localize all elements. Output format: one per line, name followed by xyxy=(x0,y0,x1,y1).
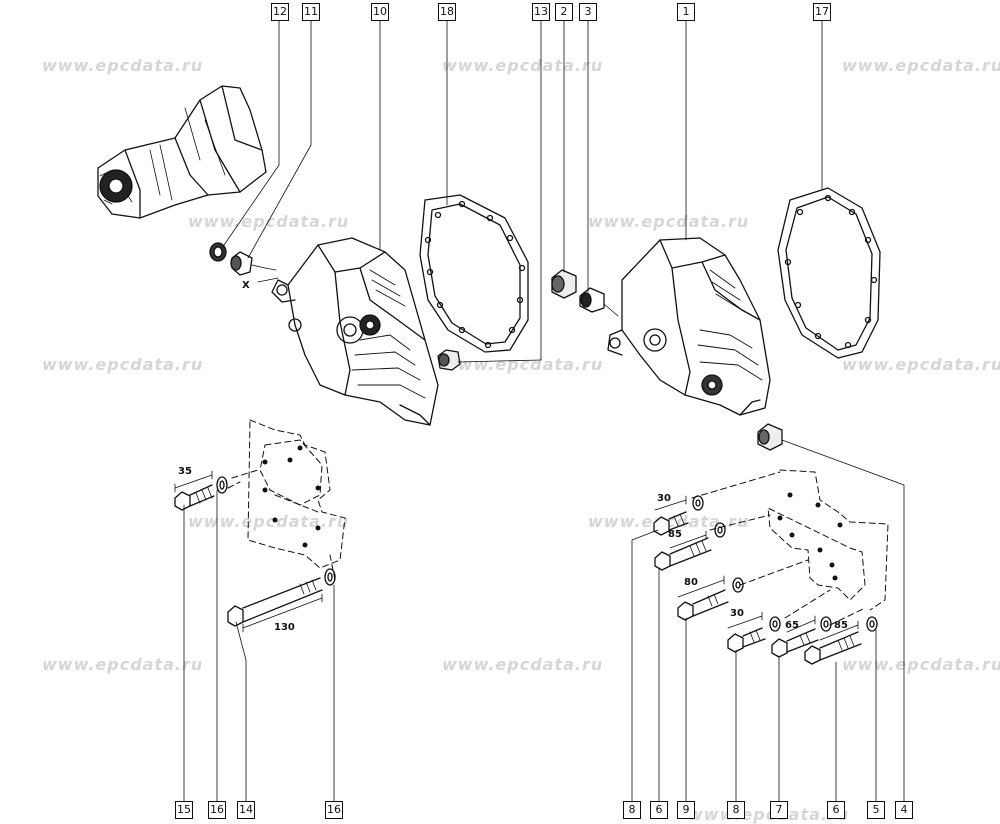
callout-part-17[interactable]: 17 xyxy=(813,3,831,21)
callout-part-15[interactable]: 15 xyxy=(175,801,193,819)
ring-part-13 xyxy=(437,349,461,371)
washer-part-16b xyxy=(324,568,336,586)
dimension-30-lower: 30 xyxy=(730,608,744,619)
left-rear-housing xyxy=(271,237,439,426)
callout-part-8-second[interactable]: 8 xyxy=(727,801,745,819)
seal-part-3 xyxy=(579,287,619,317)
gasket-part-18 xyxy=(419,194,529,353)
dimension-30-top: 30 xyxy=(657,493,671,504)
leader-lines xyxy=(183,20,905,802)
dimension-65: 65 xyxy=(785,620,799,631)
bolt-80 xyxy=(677,577,744,621)
watermark: www.epcdata.ru xyxy=(442,355,604,374)
watermark: www.epcdata.ru xyxy=(842,56,1000,75)
bolt-30-lower xyxy=(727,616,781,653)
watermark: www.epcdata.ru xyxy=(42,655,204,674)
callout-part-14[interactable]: 14 xyxy=(237,801,255,819)
watermark: www.epcdata.ru xyxy=(842,355,1000,374)
callout-part-13[interactable]: 13 xyxy=(532,3,550,21)
watermark: www.epcdata.ru xyxy=(42,56,204,75)
watermark: www.epcdata.ru xyxy=(442,655,604,674)
callout-part-4[interactable]: 4 xyxy=(895,801,913,819)
dimension-lines xyxy=(174,277,859,641)
washer-part-16a xyxy=(216,476,228,494)
dimension-85-upper: 85 xyxy=(668,529,682,540)
callout-part-6-second[interactable]: 6 xyxy=(827,801,845,819)
dimension-130: 130 xyxy=(274,622,295,633)
callout-part-7[interactable]: 7 xyxy=(770,801,788,819)
right-bolt-pattern-holes xyxy=(777,492,843,581)
callout-part-11[interactable]: 11 xyxy=(302,3,320,21)
bolt-65 xyxy=(771,616,832,658)
callout-part-18[interactable]: 18 xyxy=(438,3,456,21)
watermark: www.epcdata.ru xyxy=(188,512,350,531)
bolt-part-15 xyxy=(174,484,215,511)
dimension-80: 80 xyxy=(684,577,698,588)
bolt-85-upper xyxy=(654,522,726,571)
bush-part-2 xyxy=(551,269,577,299)
watermark: www.epcdata.ru xyxy=(442,56,604,75)
left-bolt-pattern-holes xyxy=(262,445,321,548)
callout-part-6[interactable]: 6 xyxy=(650,801,668,819)
bush-part-11 xyxy=(230,251,277,276)
callout-part-10[interactable]: 10 xyxy=(371,3,389,21)
dimension-x: X xyxy=(242,280,250,291)
dimension-85-lower: 85 xyxy=(834,620,848,631)
left-bolt-pattern xyxy=(227,419,346,581)
bolt-85-lower xyxy=(804,616,878,665)
callout-part-12[interactable]: 12 xyxy=(271,3,289,21)
callout-part-2[interactable]: 2 xyxy=(555,3,573,21)
callout-part-5[interactable]: 5 xyxy=(867,801,885,819)
dimension-35: 35 xyxy=(178,466,192,477)
callout-part-1[interactable]: 1 xyxy=(677,3,695,21)
callout-part-3[interactable]: 3 xyxy=(579,3,597,21)
watermark: www.epcdata.ru xyxy=(42,355,204,374)
gasket-part-17 xyxy=(777,187,881,359)
callout-part-16-second[interactable]: 16 xyxy=(325,801,343,819)
bolt-part-14 xyxy=(227,577,323,627)
callout-part-9[interactable]: 9 xyxy=(677,801,695,819)
callout-part-16[interactable]: 16 xyxy=(208,801,226,819)
gearbox-thumbnail xyxy=(97,85,267,219)
callout-part-8[interactable]: 8 xyxy=(623,801,641,819)
right-rear-housing xyxy=(607,237,771,416)
watermark: www.epcdata.ru xyxy=(588,212,750,231)
plug-part-4 xyxy=(757,423,783,451)
watermark: www.epcdata.ru xyxy=(842,655,1000,674)
